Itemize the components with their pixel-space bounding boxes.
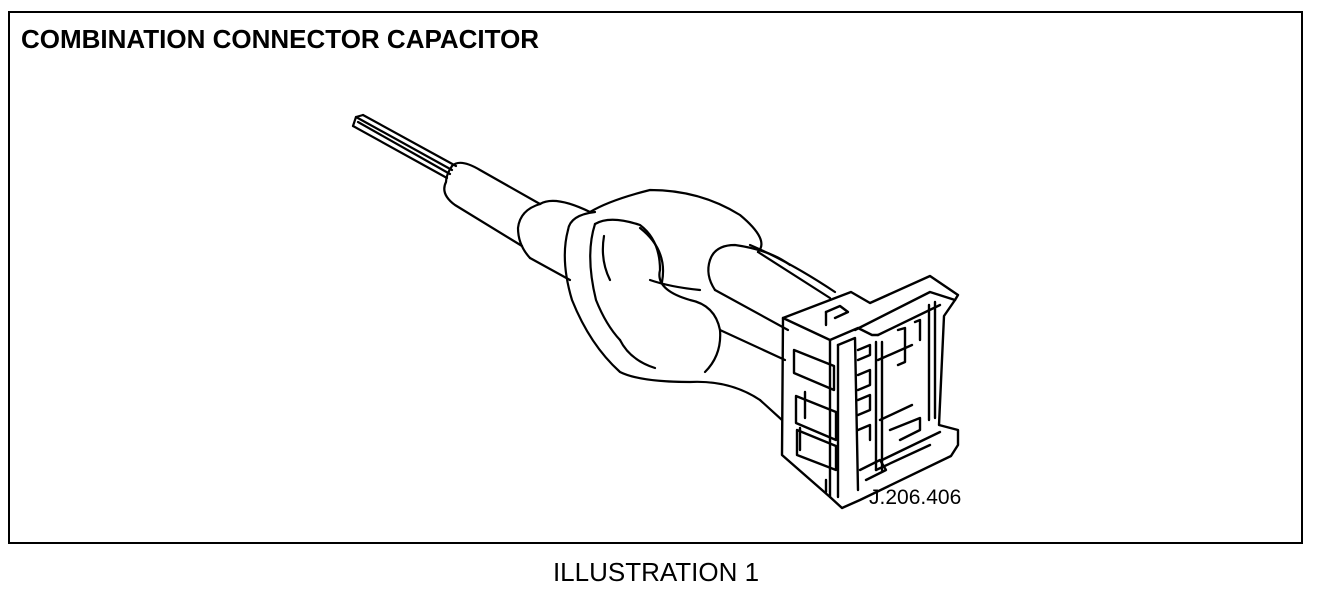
cable-sheath (443, 161, 542, 248)
illustration-frame (8, 11, 1303, 544)
connector-housing (780, 274, 960, 510)
connector-body (713, 243, 837, 422)
part-number-label: J.206.406 (869, 486, 962, 509)
figure-caption: ILLUSTRATION 1 (552, 557, 760, 587)
wire-leads (351, 113, 458, 180)
molded-boot (516, 188, 792, 402)
figure-title: COMBINATION CONNECTOR CAPACITOR (21, 24, 540, 54)
